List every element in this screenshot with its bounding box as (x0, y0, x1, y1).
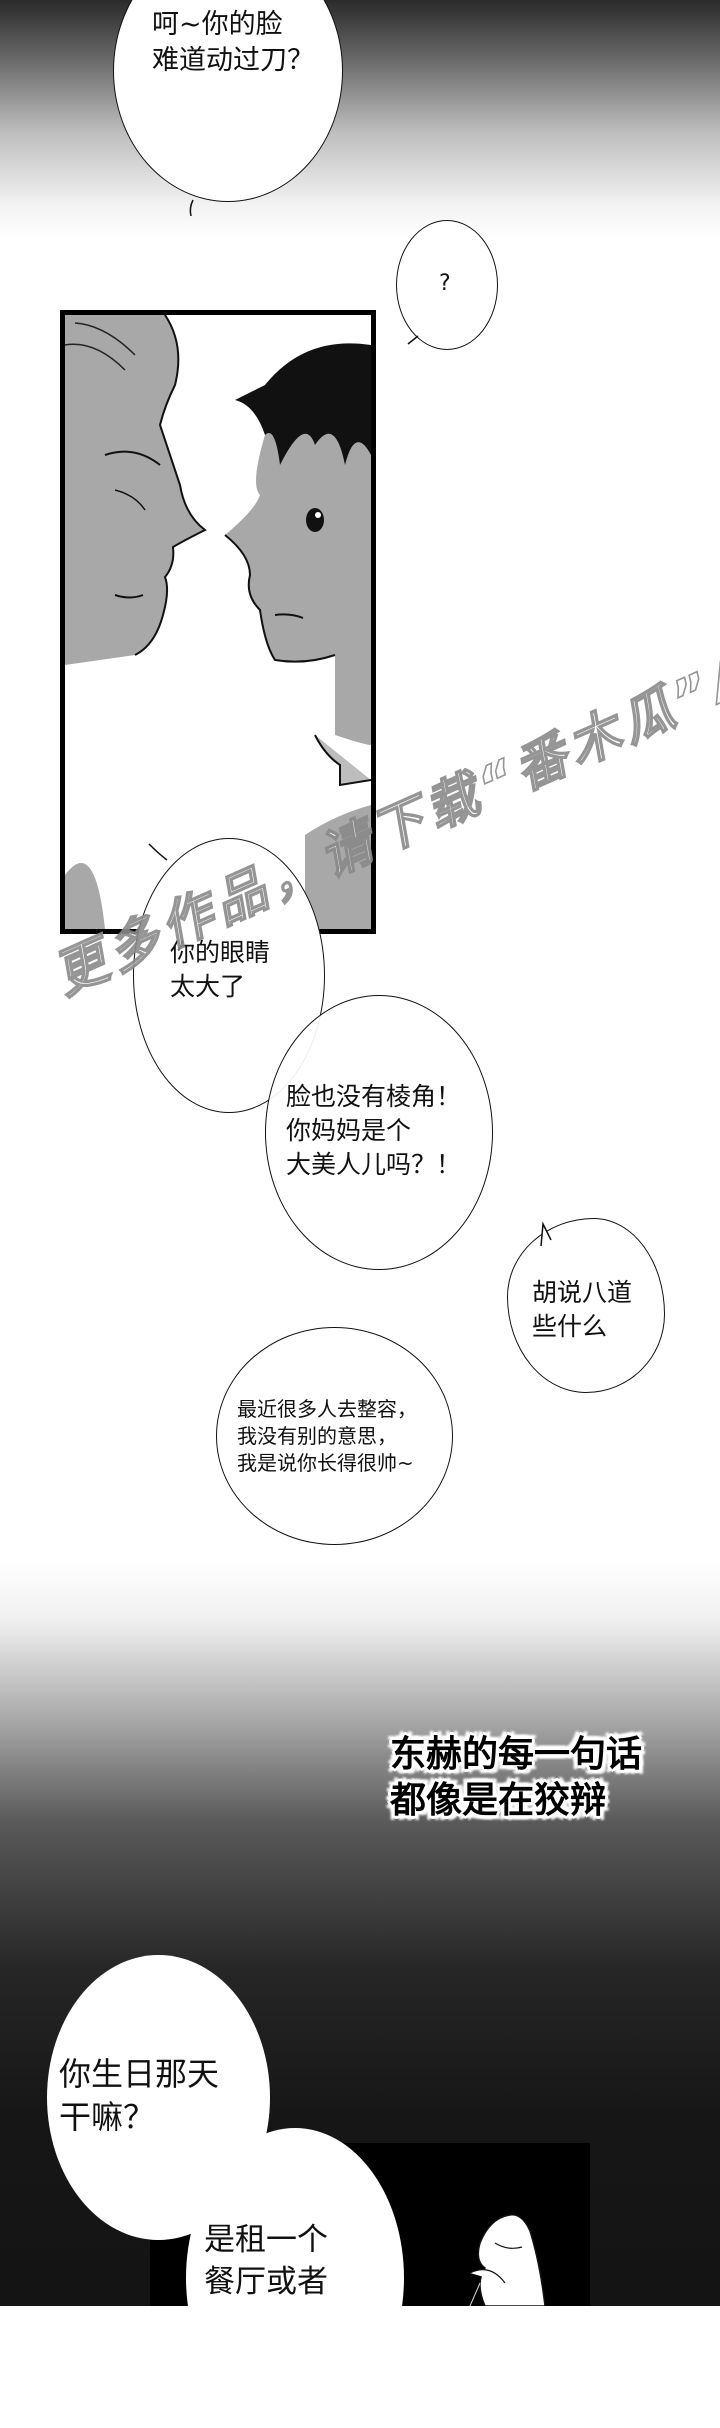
speech-bubble-2: ? (396, 220, 498, 350)
bubble-text: 是租一个 餐厅或者 (204, 2222, 328, 2300)
bubble-text: ? (439, 271, 451, 296)
speech-bubble-4: 脸也没有棱角！ 你妈妈是个 大美人儿吗？！ (265, 995, 493, 1270)
hand-illustration (469, 2214, 546, 2306)
bubble-tail (407, 335, 419, 345)
bubble-text: 最近很多人去整容， 我没有别的意思， 我是说你长得很帅~ (237, 1397, 417, 1475)
speech-bubble-5: 胡说八道 些什么 (507, 1218, 665, 1393)
narration-caption: 东赫的每一句话 都像是在狡辩 (390, 1734, 643, 1822)
bubble-tail (148, 843, 168, 861)
two-faces-illustration (65, 315, 371, 929)
bubble-tail (540, 1221, 552, 1247)
bubble-text: 脸也没有棱角！ 你妈妈是个 大美人儿吗？！ (286, 1082, 462, 1179)
bubble-tail (189, 199, 194, 217)
speech-bubble-6: 最近很多人去整容， 我没有别的意思， 我是说你长得很帅~ (216, 1327, 453, 1545)
top-gradient-background (0, 0, 720, 240)
bubble-text: 呵~你的脸 难道动过刀？ (152, 9, 314, 77)
speech-bubble-8: 是租一个 餐厅或者 (186, 2128, 404, 2428)
speech-bubble-1: 呵~你的脸 难道动过刀？ (113, 0, 343, 202)
bubble-text: 你的眼睛 太大了 (170, 938, 271, 1001)
comic-panel-faces (60, 310, 376, 934)
bubble-text: 胡说八道 些什么 (532, 1278, 633, 1341)
bubble-text: 你生日那天 干嘛？ (59, 2055, 220, 2137)
